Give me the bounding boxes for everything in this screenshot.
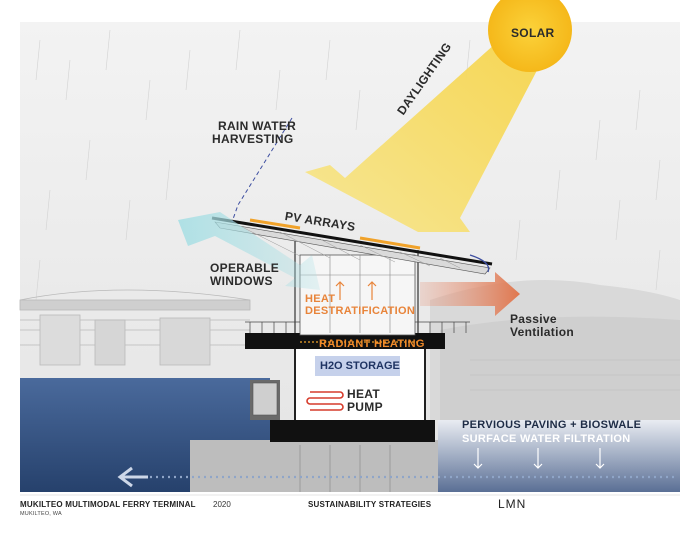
- operable-windows-label-line2: WINDOWS: [210, 274, 273, 288]
- project-location: MUKILTEO, WA: [20, 511, 62, 517]
- pier-deck: [250, 380, 280, 420]
- background-pier: [19, 289, 251, 366]
- ground-piles: [299, 445, 391, 492]
- heat-destrat-label-line1: HEAT: [305, 293, 336, 305]
- heat-destrat-label-line2: DESTRATIFICATION: [305, 305, 416, 317]
- firm-logo: LMN: [498, 497, 527, 511]
- filtration-arrows: [473, 448, 605, 469]
- ground-section: [190, 440, 440, 492]
- sheet-title: SUSTAINABILITY STRATEGIES: [308, 500, 432, 509]
- rain-harvest-gutter: [469, 254, 490, 273]
- radiant-heating-label: RADIANT HEATING: [319, 338, 425, 350]
- heat-pump-label-line1: HEAT: [347, 387, 380, 401]
- background-hills: [430, 280, 680, 420]
- rain-harvest-line: [231, 117, 293, 223]
- terminal-building: [211, 216, 493, 442]
- h2o-storage-label: H2O STORAGE: [320, 360, 400, 372]
- flow-arrow-icon: [117, 466, 133, 488]
- pervious-paving-label-line1: PERVIOUS PAVING + BIOSWALE: [462, 419, 642, 431]
- project-year: 2020: [213, 500, 231, 509]
- roof: [211, 216, 493, 266]
- pv-panel: [359, 236, 421, 250]
- pv-panel: [249, 218, 301, 230]
- destratification-arrows: [335, 281, 377, 300]
- project-title: MUKILTEO MULTIMODAL FERRY TERMINAL: [20, 500, 196, 509]
- rain-water-label-line2: HARVESTING: [212, 132, 294, 146]
- ventilation-out-arrow: [420, 272, 520, 316]
- pervious-paving-label-line2: SURFACE WATER FILTRATION: [462, 433, 631, 445]
- passive-ventilation-label-line2: Ventilation: [510, 325, 574, 339]
- sun-icon: [488, 0, 572, 72]
- daylight-beam: [305, 35, 545, 232]
- rain-water-label-line1: RAIN WATER: [218, 119, 297, 133]
- solar-label: SOLAR: [511, 26, 555, 40]
- passive-ventilation-label-line1: Passive: [510, 312, 557, 326]
- operable-windows-label-line1: OPERABLE: [210, 261, 280, 275]
- heat-pump-label-line2: PUMP: [347, 400, 383, 414]
- heat-pump-coil: [306, 391, 344, 411]
- ventilation-in-arrow: [178, 212, 320, 290]
